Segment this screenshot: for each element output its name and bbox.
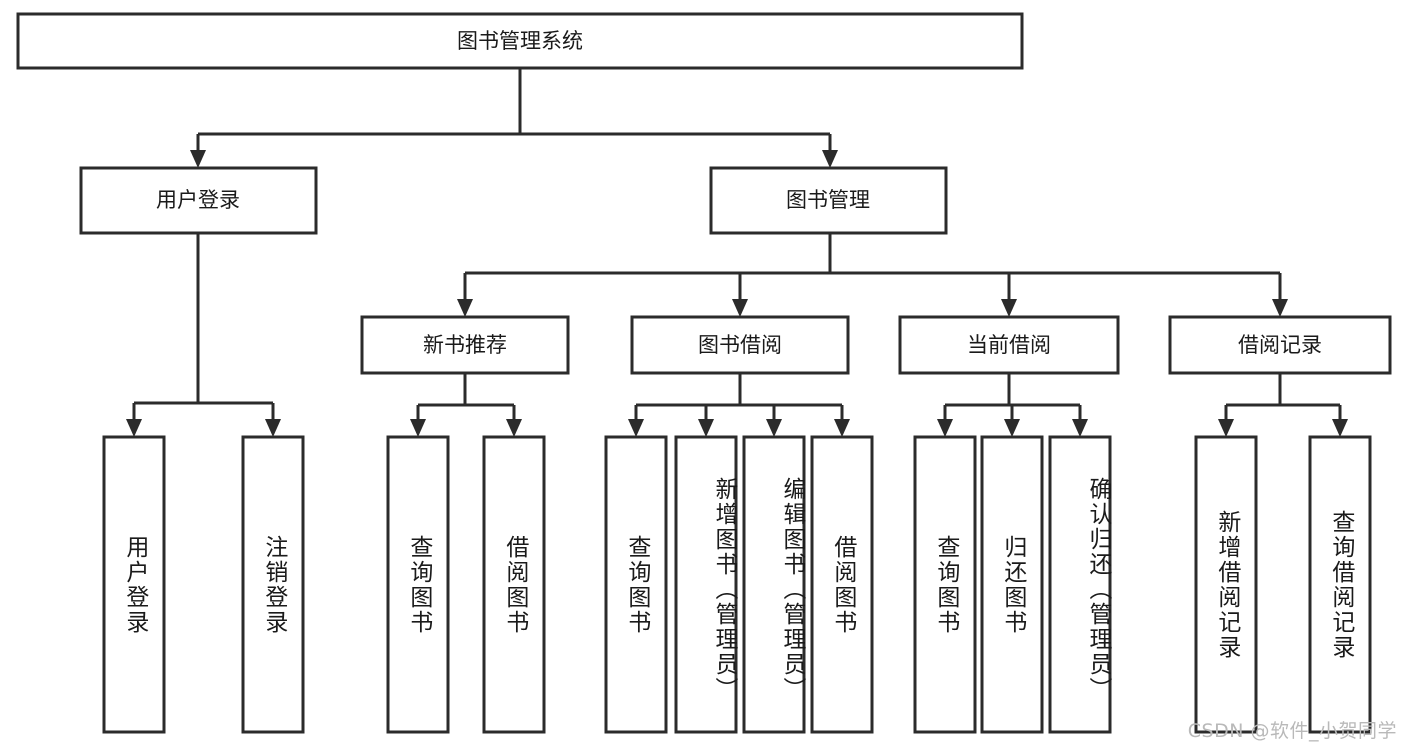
node-root[interactable]: 图书管理系统 (16, 12, 1024, 70)
connectors-new-book-recommend-to-leaves (410, 373, 522, 437)
node-root-label: 图书管理系统 (457, 29, 583, 53)
leaf-box-query-book-2[interactable] (604, 435, 668, 734)
leaf-box-logout[interactable] (241, 435, 305, 734)
arrowhead-leaf-query-book-2 (628, 419, 644, 437)
leaf-box-return-book[interactable] (980, 435, 1044, 734)
node-book-borrow-box[interactable] (630, 315, 850, 375)
connectors-book-borrow-to-leaves (628, 373, 850, 437)
node-current-borrow[interactable]: 当前借阅 (898, 315, 1120, 375)
node-book-borrow-label: 图书借阅 (698, 333, 782, 357)
arrowhead-leaf-edit-book (766, 419, 782, 437)
connectors-user-login-to-leaves (126, 233, 281, 437)
arrowhead-leaf-borrow-book-2 (834, 419, 850, 437)
node-book-management-box[interactable] (709, 166, 948, 235)
node-book-management-label: 图书管理 (786, 188, 870, 212)
node-borrow-record-label: 借阅记录 (1238, 333, 1322, 357)
leaf-box-query-book-1[interactable] (386, 435, 450, 734)
node-current-borrow-label: 当前借阅 (967, 333, 1051, 357)
node-new-book-recommend-label: 新书推荐 (423, 333, 507, 357)
arrowhead-leaf-confirm-return (1072, 419, 1088, 437)
leaf-box-user-login[interactable] (102, 435, 166, 734)
arrowhead-new-book-recommend (457, 299, 473, 317)
leaf-box-query-book-3[interactable] (913, 435, 977, 734)
leaf-box-query-record[interactable] (1308, 435, 1372, 734)
connectors-root-to-level2 (190, 68, 838, 168)
watermark-text: CSDN @软件_小贺同学 (1187, 720, 1397, 742)
arrowhead-book-borrow (732, 299, 748, 317)
connectors-current-borrow-to-leaves (937, 373, 1088, 437)
node-book-borrow[interactable]: 图书借阅 (630, 315, 850, 375)
node-book-management[interactable]: 图书管理 (709, 166, 948, 235)
arrowhead-leaf-add-book (698, 419, 714, 437)
arrowhead-leaf-query-book-3 (937, 419, 953, 437)
leaf-boxes (102, 435, 1372, 734)
arrowhead-book-management (822, 150, 838, 168)
node-user-login-label: 用户登录 (156, 188, 240, 212)
node-borrow-record-box[interactable] (1168, 315, 1392, 375)
arrowhead-leaf-return-book (1004, 419, 1020, 437)
arrowhead-leaf-query-record (1332, 419, 1348, 437)
leaf-box-borrow-book-1[interactable] (482, 435, 546, 734)
leaf-box-edit-book[interactable] (742, 435, 806, 734)
arrowhead-current-borrow (1001, 299, 1017, 317)
arrowhead-leaf-query-book-1 (410, 419, 426, 437)
leaf-box-add-book[interactable] (674, 435, 738, 734)
node-current-borrow-box[interactable] (898, 315, 1120, 375)
arrowhead-leaf-user-login (126, 419, 142, 437)
connectors-book-management-to-level3 (457, 233, 1288, 317)
leaf-box-confirm-return[interactable] (1048, 435, 1112, 734)
node-borrow-record[interactable]: 借阅记录 (1168, 315, 1392, 375)
arrowhead-user-login (190, 150, 206, 168)
arrowhead-leaf-add-record (1218, 419, 1234, 437)
node-user-login-box[interactable] (79, 166, 318, 235)
leaf-box-add-record[interactable] (1194, 435, 1258, 734)
arrowhead-borrow-record (1272, 299, 1288, 317)
node-new-book-recommend-box[interactable] (360, 315, 570, 375)
leaf-box-borrow-book-2[interactable] (810, 435, 874, 734)
node-user-login[interactable]: 用户登录 (79, 166, 318, 235)
connectors-borrow-record-to-leaves (1218, 373, 1348, 437)
node-new-book-recommend[interactable]: 新书推荐 (360, 315, 570, 375)
node-root-box[interactable] (16, 12, 1024, 70)
arrowhead-leaf-borrow-book-1 (506, 419, 522, 437)
arrowhead-leaf-logout (265, 419, 281, 437)
